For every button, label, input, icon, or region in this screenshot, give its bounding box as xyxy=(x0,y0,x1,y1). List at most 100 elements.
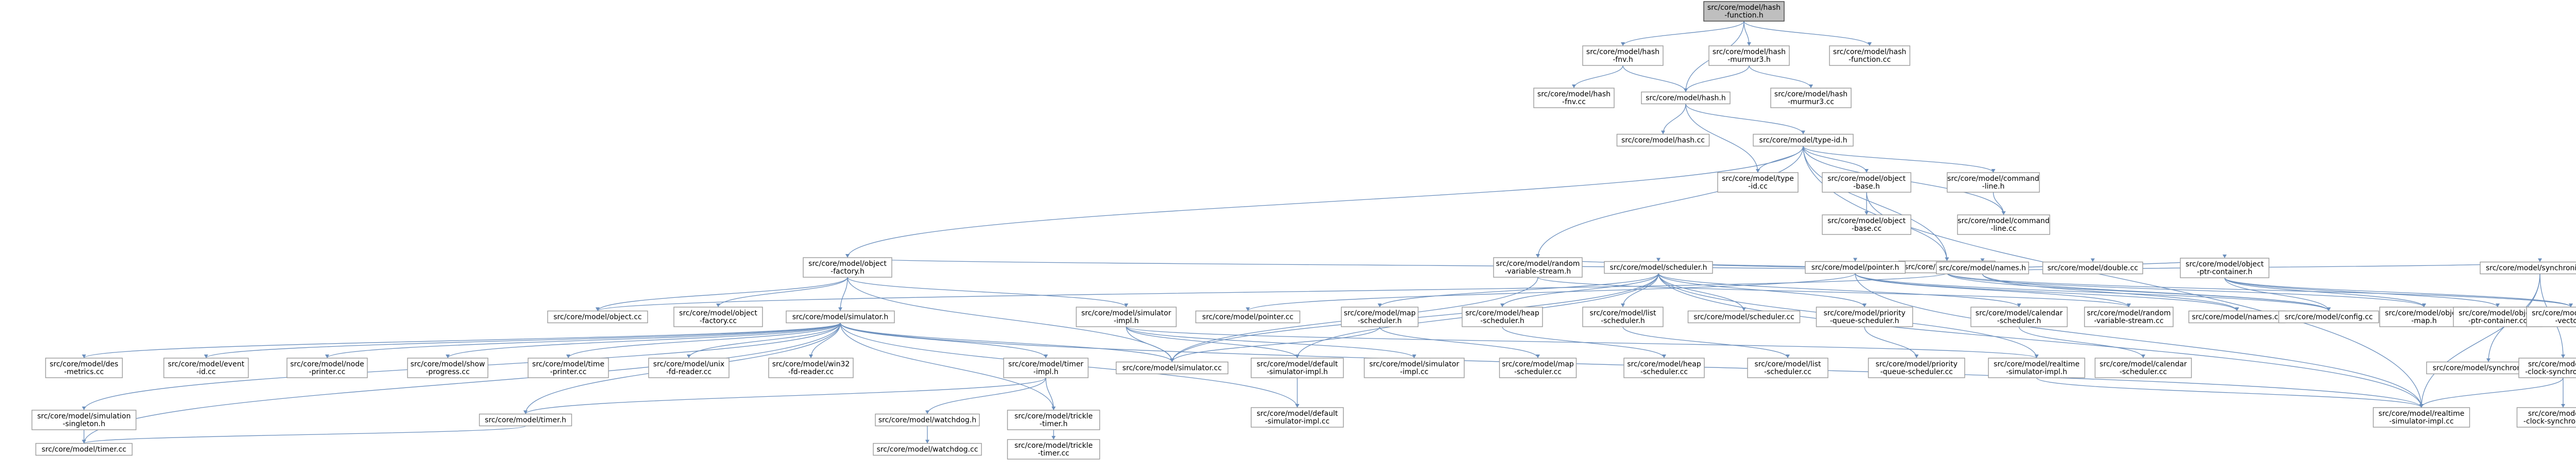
graph-node-label: -scheduler.h xyxy=(1601,317,1645,325)
graph-node[interactable]: src/core/model/names.h xyxy=(1936,261,2029,275)
graph-node-label: src/core/model/hash.cc xyxy=(1621,137,1705,145)
graph-node[interactable]: src/core/model/realtime-simulator-impl.c… xyxy=(2372,407,2470,428)
graph-node[interactable]: src/core/model/double.cc xyxy=(2042,261,2143,275)
edge-n2-n6 xyxy=(1749,65,1811,89)
graph-node[interactable]: src/core/model/heap-scheduler.h xyxy=(1462,307,1543,327)
graph-node[interactable]: src/core/model/timer.cc xyxy=(35,443,133,456)
graph-node[interactable]: src/core/model/list-scheduler.cc xyxy=(1747,358,1828,378)
graph-node-label: -variable-stream.h xyxy=(1505,267,1571,276)
graph-node[interactable]: src/core/model/des-metrics.cc xyxy=(45,358,123,378)
graph-node[interactable]: src/core/model/trickle-timer.cc xyxy=(1007,439,1100,460)
graph-node[interactable]: src/core/model/object-factory.cc xyxy=(673,307,763,327)
graph-node-box xyxy=(1708,45,1790,66)
graph-node[interactable]: src/core/model/synchronizer.h xyxy=(2480,261,2576,275)
graph-node[interactable]: src/core/model/random-variable-stream.cc xyxy=(2084,307,2174,327)
graph-node[interactable]: src/core/model/watchdog.cc xyxy=(873,443,982,456)
graph-node[interactable]: src/core/model/pointer.cc xyxy=(1195,310,1300,324)
graph-node[interactable]: src/core/model/type-id.h xyxy=(1753,133,1854,147)
edge-arrowhead-n18-n26 xyxy=(1246,307,1250,311)
graph-node[interactable]: src/core/model/map-scheduler.h xyxy=(1341,307,1419,327)
graph-node[interactable]: src/core/model/random-variable-stream.h xyxy=(1493,257,1583,278)
graph-node-box xyxy=(1007,439,1100,460)
graph-node[interactable]: src/core/model/simulation-singleton.h xyxy=(31,410,137,430)
edge-arrowhead-n14-n21 xyxy=(2223,255,2227,258)
graph-node[interactable]: src/core/model/wall-clock-synchronizer.h xyxy=(2518,358,2576,378)
graph-node-label: src/core/model/scheduler.cc xyxy=(1693,313,1794,322)
graph-node[interactable]: src/core/model/simulator.h xyxy=(786,310,895,324)
edge-arrowhead-n39-n57 xyxy=(2486,358,2490,362)
graph-node[interactable]: src/core/model/pointer.h xyxy=(1805,261,1906,274)
graph-node[interactable]: src/core/model/object-ptr-container.h xyxy=(2180,258,2269,278)
graph-node-box xyxy=(1822,214,1911,235)
graph-node[interactable]: src/core/model/scheduler.cc xyxy=(1687,310,1801,324)
graph-node-label: -impl.h xyxy=(1033,368,1059,376)
graph-node[interactable]: src/core/model/timer-impl.h xyxy=(1003,358,1089,378)
graph-node[interactable]: src/core/model/win32-fd-reader.cc xyxy=(768,358,854,378)
graph-node[interactable]: src/core/model/hash-function.h xyxy=(1703,1,1785,22)
graph-node-label: src/core/model/type xyxy=(1722,175,1794,183)
graph-node[interactable]: src/core/model/realtime-simulator-impl.h xyxy=(1988,358,2086,378)
edge-n27-n51 xyxy=(1379,326,1538,359)
graph-node[interactable]: src/core/model/unix-fd-reader.cc xyxy=(648,358,730,378)
graph-node[interactable]: src/core/model/hash.cc xyxy=(1616,133,1710,147)
graph-node[interactable]: src/core/model/simulator-impl.h xyxy=(1076,307,1177,327)
graph-node[interactable]: src/core/model/simulator.cc xyxy=(1115,361,1229,375)
graph-node[interactable]: src/core/model/priority-queue-scheduler.… xyxy=(1816,307,1913,327)
edge-n17-n32 xyxy=(1658,273,2020,308)
graph-node[interactable]: src/core/model/timer.h xyxy=(479,413,572,427)
graph-node[interactable]: src/core/model/object.cc xyxy=(547,310,648,324)
graph-node[interactable]: src/core/model/wall-clock-synchronizer.c… xyxy=(2516,407,2576,428)
graph-node[interactable]: src/core/model/names.cc xyxy=(2188,310,2286,324)
edge-n24-n62 xyxy=(840,323,1054,411)
graph-node[interactable]: src/core/model/object-ptr-container.cc xyxy=(2453,307,2543,327)
graph-node-label: -impl.h xyxy=(1114,317,1139,325)
graph-node[interactable]: src/core/model/hash-function.cc xyxy=(1829,45,1910,66)
graph-node-label: src/core/model/config.cc xyxy=(2284,313,2372,322)
graph-node[interactable]: src/core/model/hash-murmur3.h xyxy=(1708,45,1790,66)
edge-arrowhead-n47-n61 xyxy=(925,410,929,414)
graph-node[interactable]: src/core/model/heap-scheduler.cc xyxy=(1623,358,1705,378)
graph-node[interactable]: src/core/model/scheduler.h xyxy=(1604,261,1713,274)
graph-node[interactable]: src/core/model/trickle-timer.h xyxy=(1007,410,1100,430)
graph-node[interactable]: src/core/model/node-printer.cc xyxy=(286,358,368,378)
edge-arrowhead-n24-n42 xyxy=(325,355,329,358)
graph-node[interactable]: src/core/model/watchdog.h xyxy=(875,413,980,427)
edge-arrowhead-n24-n59 xyxy=(82,407,86,410)
graph-node[interactable]: src/core/model/default-simulator-impl.cc xyxy=(1250,407,1344,428)
graph-node[interactable]: src/core/model/hash-fnv.h xyxy=(1582,45,1664,66)
graph-node-label: -line.h xyxy=(1982,182,2005,191)
graph-node[interactable]: src/core/model/hash-fnv.cc xyxy=(1533,88,1615,108)
graph-node-box xyxy=(768,358,854,378)
graph-node[interactable]: src/core/model/hash-murmur3.cc xyxy=(1770,88,1852,108)
graph-node-label: -scheduler.h xyxy=(1997,317,2041,325)
graph-node-box xyxy=(1816,307,1913,327)
graph-node[interactable]: src/core/model/command-line.h xyxy=(1946,172,2040,193)
graph-node[interactable]: src/core/model/type-id.cc xyxy=(1717,172,1799,193)
graph-node[interactable]: src/core/model/command-line.cc xyxy=(1957,214,2050,235)
graph-node[interactable]: src/core/model/list-scheduler.h xyxy=(1582,307,1664,327)
graph-node[interactable]: src/core/model/object-factory.h xyxy=(803,257,892,278)
graph-node-box xyxy=(286,358,368,378)
graph-node[interactable]: src/core/model/object-base.cc xyxy=(1822,214,1911,235)
graph-node[interactable]: src/core/model/event-id.cc xyxy=(163,358,249,378)
graph-node[interactable]: src/core/model/calendar-scheduler.cc xyxy=(2094,358,2192,378)
graph-node-label: src/core/model/simulator xyxy=(1081,309,1172,317)
graph-node[interactable]: src/core/model/default-simulator-impl.h xyxy=(1250,358,1344,378)
graph-node-label: src/core/model/synchronizer.h xyxy=(2486,264,2576,273)
graph-node-label: src/core/model/simulator.h xyxy=(792,313,889,322)
edge-arrowhead-n15-n22 xyxy=(596,307,600,311)
graph-node-label: src/core/model/show xyxy=(411,360,485,368)
graph-node[interactable]: src/core/model/hash.h xyxy=(1641,91,1731,105)
graph-node[interactable]: src/core/model/object-vector.h xyxy=(2526,307,2576,327)
graph-node[interactable]: src/core/model/show-progress.cc xyxy=(407,358,488,378)
graph-node-box xyxy=(547,310,648,324)
graph-node[interactable]: src/core/model/calendar-scheduler.h xyxy=(1970,307,2068,327)
edge-n8-n14 xyxy=(1803,146,1947,261)
graph-node[interactable]: src/core/model/simulator-impl.cc xyxy=(1364,358,1465,378)
graph-node[interactable]: src/core/model/time-printer.cc xyxy=(528,358,609,378)
graph-node[interactable]: src/core/model/priority-queue-scheduler.… xyxy=(1868,358,1965,378)
graph-node-label: -clock-synchronizer.cc xyxy=(2523,417,2576,426)
graph-node[interactable]: src/core/model/object-base.h xyxy=(1822,172,1911,193)
graph-node[interactable]: src/core/model/map-scheduler.cc xyxy=(1499,358,1577,378)
graph-node[interactable]: src/core/model/config.cc xyxy=(2278,310,2379,324)
